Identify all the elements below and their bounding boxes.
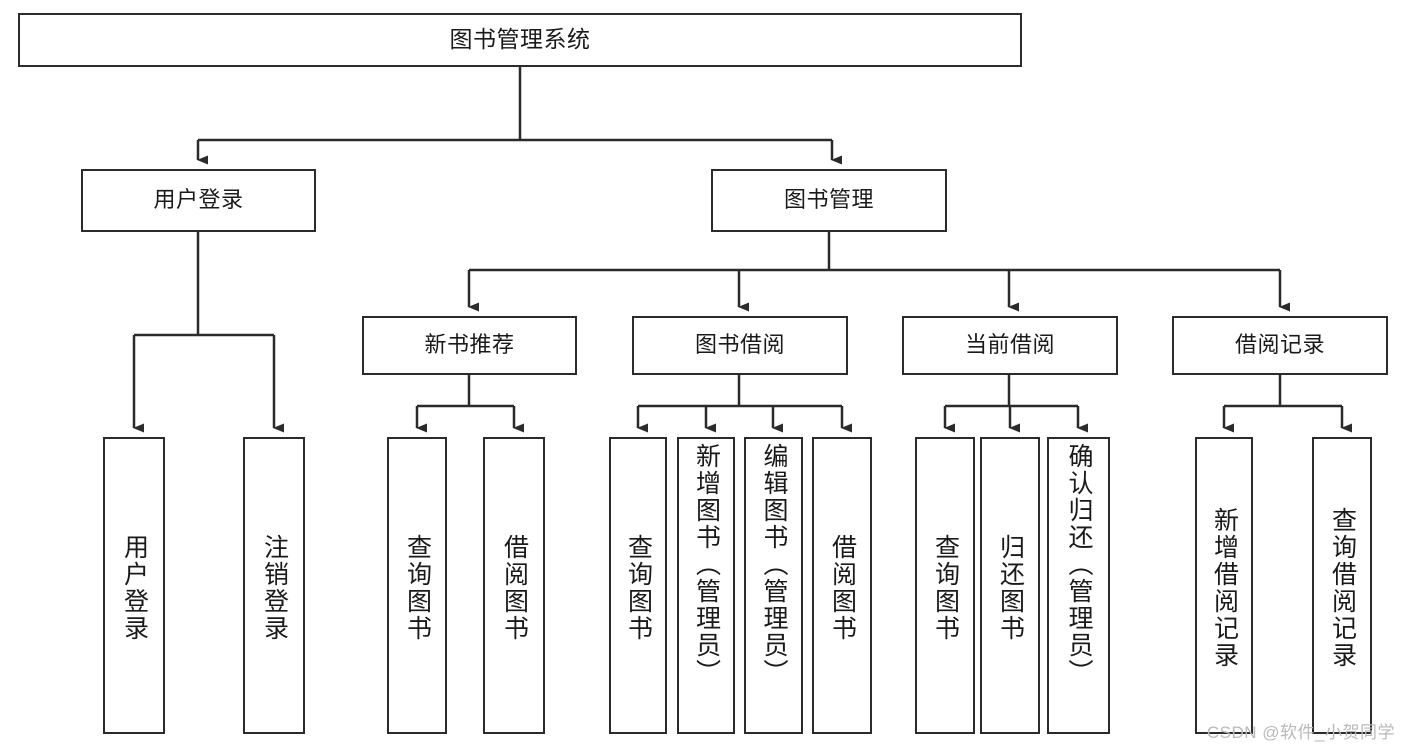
node-label: 图书借阅 bbox=[694, 332, 785, 358]
node-label: 借阅记录 bbox=[1234, 332, 1325, 358]
node-label: 编辑图书（管理员） bbox=[760, 443, 788, 686]
node-leaf-query-books-new[interactable]: 查询图书 bbox=[387, 437, 447, 734]
node-leaf-logout[interactable]: 注销登录 bbox=[243, 437, 305, 734]
node-leaf-add-book-admin[interactable]: 新增图书（管理员） bbox=[677, 437, 735, 734]
node-label: 注销登录 bbox=[260, 533, 289, 642]
node-label: 新增图书（管理员） bbox=[692, 443, 721, 686]
node-label: 图书管理 bbox=[783, 187, 874, 213]
node-label: 查询图书 bbox=[931, 533, 960, 642]
node-label: 查询借阅记录 bbox=[1328, 506, 1357, 669]
node-leaf-add-borrow-record[interactable]: 新增借阅记录 bbox=[1195, 437, 1253, 734]
node-root-book-management-system[interactable]: 图书管理系统 bbox=[18, 13, 1022, 67]
node-label: 查询图书 bbox=[624, 533, 653, 642]
node-label: 查询图书 bbox=[403, 533, 432, 642]
node-leaf-query-books-current[interactable]: 查询图书 bbox=[915, 437, 975, 734]
node-leaf-edit-book-admin[interactable]: 编辑图书（管理员） bbox=[744, 437, 803, 734]
node-label: 图书管理系统 bbox=[449, 26, 591, 53]
node-current-borrowing[interactable]: 当前借阅 bbox=[902, 316, 1118, 375]
node-user-login[interactable]: 用户登录 bbox=[81, 169, 316, 232]
node-label: 借阅图书 bbox=[828, 533, 857, 642]
node-leaf-return-books[interactable]: 归还图书 bbox=[980, 437, 1040, 734]
node-leaf-confirm-return-admin[interactable]: 确认归还（管理员） bbox=[1047, 437, 1110, 734]
node-book-borrowing[interactable]: 图书借阅 bbox=[632, 316, 848, 375]
node-label: 归还图书 bbox=[996, 533, 1025, 642]
node-leaf-borrow-books-new[interactable]: 借阅图书 bbox=[483, 437, 545, 734]
node-leaf-borrow-books[interactable]: 借阅图书 bbox=[812, 437, 872, 734]
node-book-management[interactable]: 图书管理 bbox=[711, 169, 947, 232]
node-label: 当前借阅 bbox=[964, 332, 1055, 358]
node-label: 新增借阅记录 bbox=[1210, 506, 1239, 669]
node-leaf-query-borrow-record[interactable]: 查询借阅记录 bbox=[1312, 437, 1372, 734]
node-label: 新书推荐 bbox=[424, 332, 515, 358]
node-borrowing-records[interactable]: 借阅记录 bbox=[1172, 316, 1388, 375]
node-label: 用户登录 bbox=[120, 533, 149, 642]
node-label: 借阅图书 bbox=[500, 533, 529, 642]
node-new-book-recommendation[interactable]: 新书推荐 bbox=[362, 316, 577, 375]
node-leaf-user-login[interactable]: 用户登录 bbox=[103, 437, 165, 734]
node-label: 确认归还（管理员） bbox=[1065, 443, 1093, 686]
node-leaf-query-books-borrow[interactable]: 查询图书 bbox=[609, 437, 667, 734]
node-label: 用户登录 bbox=[153, 187, 244, 213]
